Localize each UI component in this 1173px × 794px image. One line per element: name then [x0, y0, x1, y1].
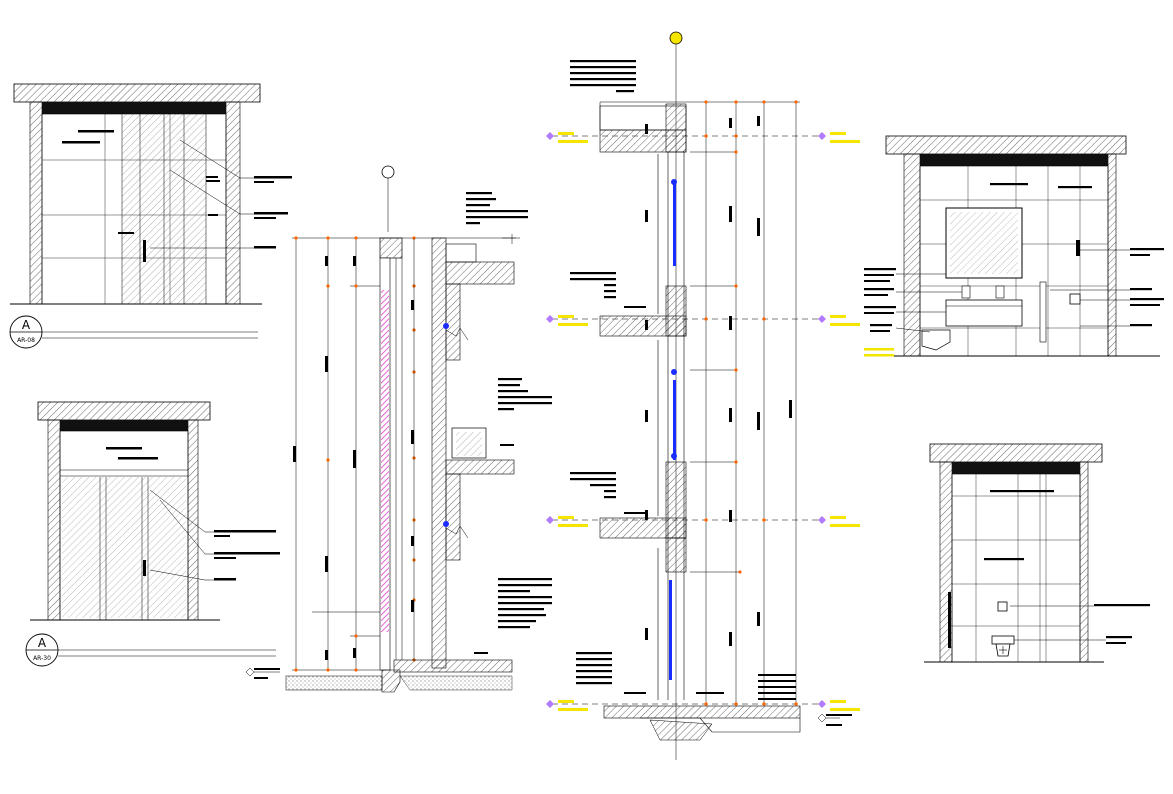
marker-a-bottom-sub: AR-30: [33, 655, 51, 662]
elevation-bottom-left: [30, 401, 280, 621]
marker-a-top-letter: A: [21, 318, 31, 332]
marker-a-top-sub: AR-08: [17, 337, 35, 344]
marker-a-top: [9, 315, 258, 349]
marker-a-bottom: [25, 633, 276, 667]
marker-a-bottom-letter: A: [37, 636, 47, 650]
elevation-top-right: [864, 135, 1164, 357]
wall-section-center: [546, 31, 860, 760]
elevation-top-left: [10, 83, 292, 305]
wall-section-left: [245, 165, 552, 693]
elevation-bottom-right: [924, 443, 1150, 663]
